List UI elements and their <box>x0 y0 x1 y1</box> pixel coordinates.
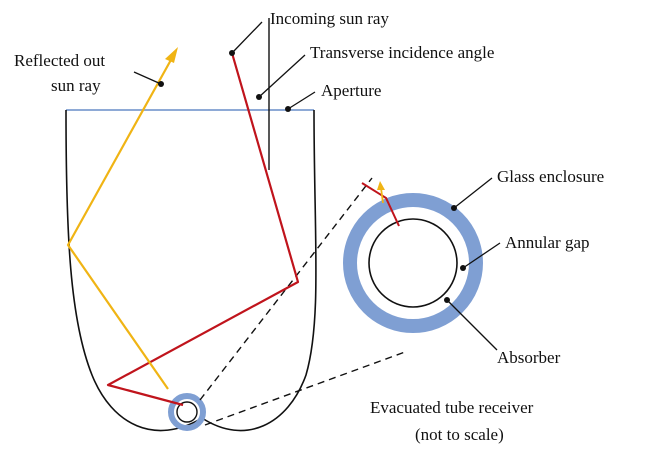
glass-enclosure <box>343 193 483 333</box>
leader-glass-dot <box>451 205 457 211</box>
leader-incoming <box>231 21 263 54</box>
reflector-profile <box>65 109 317 432</box>
small-absorber <box>176 401 198 423</box>
leader-aperture-dot <box>285 106 291 112</box>
label-absorber: Absorber <box>497 348 561 367</box>
label-transverse: Transverse incidence angle <box>310 43 494 62</box>
small-glass-enclosure <box>168 393 206 431</box>
leader-transverse <box>258 54 306 98</box>
label-glass: Glass enclosure <box>497 167 604 186</box>
leader-gap-dot <box>460 265 466 271</box>
reflected-sun-ray <box>66 57 173 390</box>
leader-glass <box>453 177 493 209</box>
label-gap: Annular gap <box>505 233 590 252</box>
zoom-line-upper <box>199 177 373 401</box>
leader-transverse-dot <box>256 94 262 100</box>
leader-reflected-dot <box>158 81 164 87</box>
zoom-incoming-ray <box>361 182 400 227</box>
zoom-reflected-arrowhead <box>377 181 385 190</box>
label-incoming: Incoming sun ray <box>270 9 389 28</box>
leader-absorber <box>446 299 498 351</box>
label-reflected-line1: Reflected out <box>14 51 105 70</box>
label-aperture: Aperture <box>321 81 381 100</box>
leader-reflected <box>133 71 162 85</box>
leader-gap <box>462 242 501 269</box>
reflected-ray-arrowhead <box>165 47 178 63</box>
incoming-sun-ray <box>106 52 300 407</box>
leader-incoming-dot <box>229 50 235 56</box>
leader-absorber-dot <box>444 297 450 303</box>
leader-aperture <box>287 91 316 110</box>
absorber <box>368 218 458 308</box>
label-reflected-line2: sun ray <box>51 76 101 95</box>
zoom-reflected-ray <box>380 187 384 204</box>
label-receiver-line1: Evacuated tube receiver <box>370 398 534 417</box>
label-receiver-line2: (not to scale) <box>415 425 504 444</box>
